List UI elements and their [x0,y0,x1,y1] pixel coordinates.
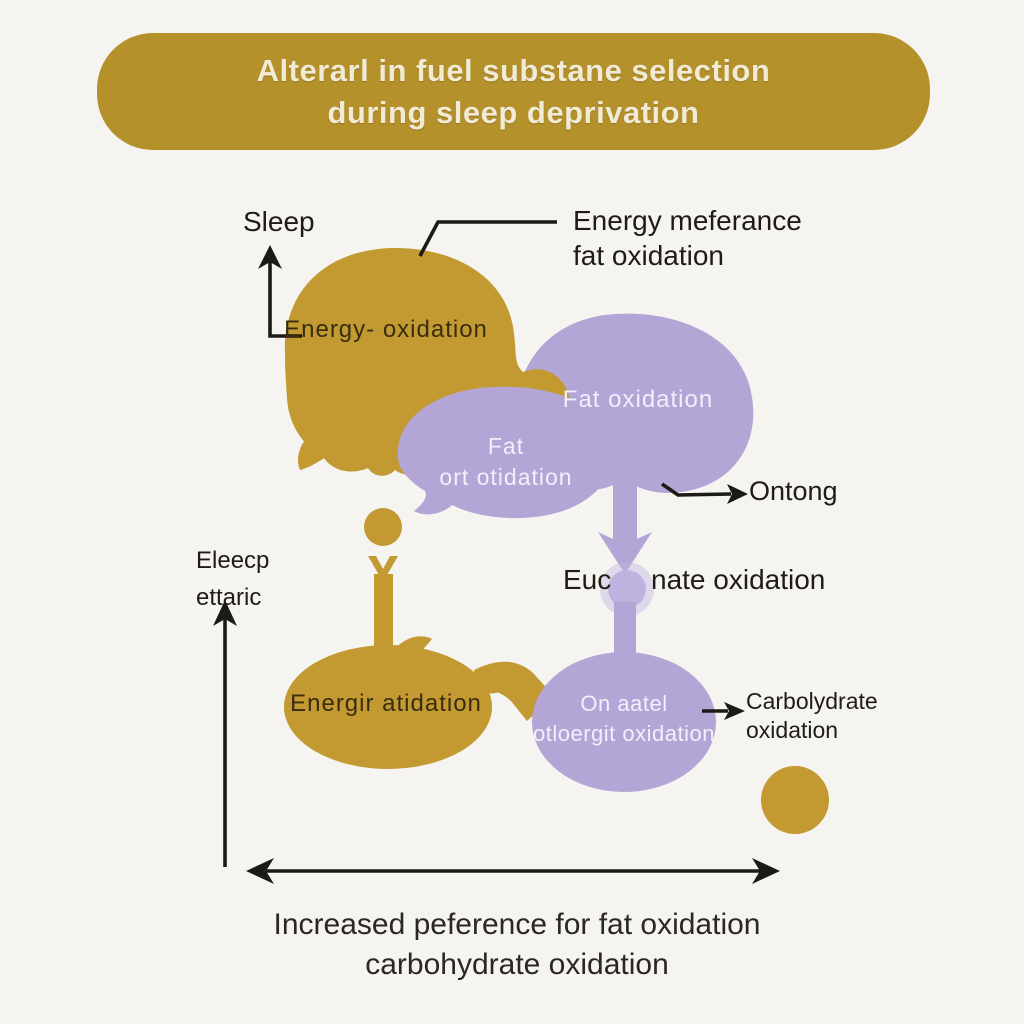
gold-dot [364,508,402,546]
purple-ellipse-line1: On aatel [580,691,668,716]
energy-reference-label: Energy meferance fat oxidation [573,203,802,273]
gold-lower-stem [374,574,393,658]
carbohydrate-label: Carbolydrate oxidation [746,687,878,745]
reference-callout-line [418,220,557,257]
ontong-arrow-line [660,482,732,497]
purple-blob-small [397,386,614,519]
gold-circle-large [761,766,829,834]
x-axis-arrowhead-left-icon [246,858,274,884]
purple-dot [608,570,646,608]
fat-oxidation-label: Fat oxidation [562,386,714,413]
energy-reference-line1: Energy meferance [573,205,802,236]
sleep-axis-line [268,260,302,338]
title-line1: Alterarl in fuel substane selection [256,52,771,88]
gold-ellipse-label: Energir atidation [290,690,482,717]
purple-ellipse-line2: otloergit oxidation [533,721,715,746]
caption-line2: carbohydrate oxidation [365,948,669,981]
title-banner: Alterarl in fuel substane selection duri… [97,33,930,150]
y-axis-line2: ettaric [196,584,262,611]
gold-blob-label: Energy- oxidation [284,316,488,343]
carbohydrate-arrowhead-icon [724,702,745,720]
purple-ellipse-label: On aatel otloergit oxidation [533,689,715,749]
fat-ort-line1: Fat [487,433,525,459]
x-axis-arrowhead-right-icon [752,858,780,884]
gold-ribbon-connector [474,661,554,721]
euc-label-part2: nate oxidation [651,564,826,595]
gold-ellipse [284,645,492,769]
y-axis-arrowhead-icon [213,600,237,626]
ontong-label: Ontong [749,476,838,506]
gold-lower-fork [368,556,398,582]
gold-upper-stem [371,396,397,470]
purple-down-arrow [598,475,652,574]
fat-ort-label: Fat ort otidation [439,431,572,493]
bottom-caption: Increased peference for fat oxidation ca… [274,905,761,985]
purple-ellipse [532,652,716,792]
fat-ort-line2: ort otidation [439,464,573,490]
carbohydrate-line2: oxidation [746,717,839,743]
title-line2: during sleep deprivation [327,94,700,130]
y-axis-label: Eleecp ettaric [196,542,269,616]
carbohydrate-line1: Carbolydrate [746,688,878,714]
euc-label-part1: Euc [563,564,612,595]
gold-wing-left [298,426,340,470]
energy-reference-line2: fat oxidation [573,240,724,271]
caption-line1: Increased peference for fat oxidation [273,908,761,941]
y-axis-line1: Eleecp [196,547,270,574]
ontong-arrowhead-icon [727,484,748,504]
sleep-arrowhead-icon [258,245,282,269]
sleep-label: Sleep [243,206,315,237]
purple-lower-stem [614,602,636,662]
